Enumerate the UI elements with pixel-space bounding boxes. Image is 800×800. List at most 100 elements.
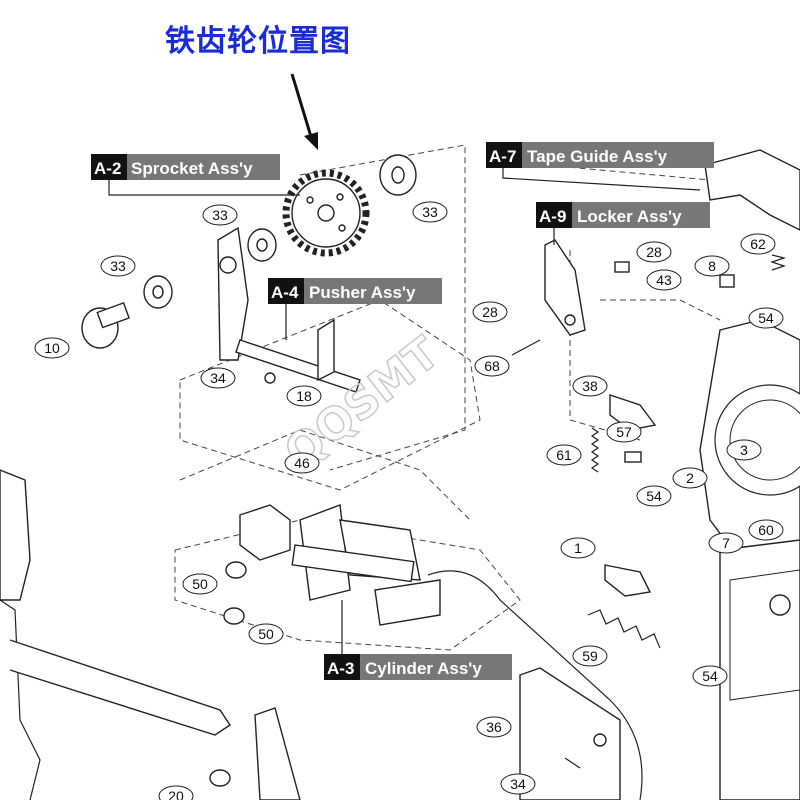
part-number: 28	[482, 304, 498, 320]
part-number-callout: 8	[694, 255, 730, 277]
springs	[587, 254, 787, 649]
callout-bubble	[202, 204, 238, 226]
callout-bubble	[636, 485, 672, 507]
part-number-callout: 50	[182, 573, 218, 595]
part-number: 36	[486, 719, 502, 735]
part-number: 34	[510, 776, 526, 792]
assembly-name: Tape Guide Ass'y	[527, 147, 668, 166]
callout-bubble	[708, 532, 744, 554]
part-number: 68	[484, 358, 500, 374]
part-number-callout: 33	[100, 255, 136, 277]
cylinder-assembly	[223, 504, 643, 800]
locker-assembly	[511, 239, 735, 356]
sprocket-gear	[282, 169, 370, 257]
part-number: 2	[686, 470, 694, 486]
part-number: 20	[168, 788, 184, 800]
callout-bubble	[572, 375, 608, 397]
assembly-label-a9: A-9 Locker Ass'y	[536, 202, 710, 228]
part-number: 60	[758, 522, 774, 538]
part-number: 50	[258, 626, 274, 642]
callout-bubble	[500, 773, 536, 795]
part-number: 28	[646, 244, 662, 260]
assembly-name: Cylinder Ass'y	[365, 659, 482, 678]
callout-bubble	[606, 421, 642, 443]
callout-bubble	[636, 241, 672, 263]
callout-bubble	[286, 385, 322, 407]
assembly-name: Sprocket Ass'y	[131, 159, 253, 178]
assembly-tag: A-9	[539, 207, 566, 226]
part-number: 46	[294, 455, 310, 471]
part-number: 33	[212, 207, 228, 223]
part-number: 34	[210, 370, 226, 386]
part-number-callout: 33	[202, 204, 238, 226]
part-number-callout: 43	[646, 269, 682, 291]
part-number: 8	[708, 258, 716, 274]
assembly-label-a3: A-3 Cylinder Ass'y	[324, 654, 512, 680]
leader-lines	[108, 168, 701, 654]
callout-bubble	[182, 573, 218, 595]
callout-bubble	[200, 367, 236, 389]
assembly-tag: A-2	[94, 159, 121, 178]
part-number-callout: 28	[636, 241, 672, 263]
diagram-title: 铁齿轮位置图	[165, 24, 351, 59]
part-number-callout: 38	[572, 375, 608, 397]
part-number: 57	[616, 424, 632, 440]
callout-bubble	[412, 201, 448, 223]
part-number: 3	[740, 442, 748, 458]
part-number: 54	[758, 310, 774, 326]
part-number-callout: 68	[474, 355, 510, 377]
part-number-callout: 3	[726, 439, 762, 461]
callout-bubble	[748, 307, 784, 329]
callout-bubble	[726, 439, 762, 461]
part-number: 1	[574, 540, 582, 556]
part-number: 54	[646, 488, 662, 504]
part-number-callout: 50	[248, 623, 284, 645]
arrow-icon	[290, 73, 318, 150]
callout-bubble	[748, 519, 784, 541]
part-number-callout: 54	[636, 485, 672, 507]
part-number: 43	[656, 272, 672, 288]
part-number: 38	[582, 378, 598, 394]
part-number-callout: 7	[708, 532, 744, 554]
part-number: 62	[750, 236, 766, 252]
callout-bubble	[646, 269, 682, 291]
part-number-callout: 34	[500, 773, 536, 795]
part-number: 50	[192, 576, 208, 592]
assembly-label-a7: A-7 Tape Guide Ass'y	[486, 142, 714, 168]
part-number-callout: 59	[572, 645, 608, 667]
part-number-callout: 36	[476, 716, 512, 738]
part-number-callout: 28	[472, 301, 508, 323]
assembly-label-a2: A-2 Sprocket Ass'y	[91, 154, 280, 180]
part-number-callout: 54	[692, 665, 728, 687]
part-number-callout: 20	[158, 785, 194, 800]
part-number-callout: 57	[606, 421, 642, 443]
callout-bubble	[284, 452, 320, 474]
callout-bubble	[560, 537, 596, 559]
callout-bubble	[740, 233, 776, 255]
callout-bubble	[672, 467, 708, 489]
part-number: 61	[556, 447, 572, 463]
part-number: 33	[110, 258, 126, 274]
callout-bubble	[158, 785, 194, 800]
part-number-callout: 62	[740, 233, 776, 255]
part-number: 54	[702, 668, 718, 684]
part-number: 7	[722, 535, 730, 551]
assembly-tag: A-7	[489, 147, 516, 166]
callout-bubble	[474, 355, 510, 377]
part-number-callout: 60	[748, 519, 784, 541]
callout-bubble	[694, 255, 730, 277]
bottom-plate	[209, 667, 621, 800]
assembly-tag: A-3	[327, 659, 354, 678]
callout-bubble	[692, 665, 728, 687]
callout-bubble	[34, 337, 70, 359]
part-number-callout: 10	[34, 337, 70, 359]
part-number: 59	[582, 648, 598, 664]
assembly-name: Locker Ass'y	[577, 207, 682, 226]
part-number: 10	[44, 340, 60, 356]
part-number-callout: 46	[284, 452, 320, 474]
callout-bubble	[572, 645, 608, 667]
callout-bubble	[476, 716, 512, 738]
part-number-callout: 54	[748, 307, 784, 329]
